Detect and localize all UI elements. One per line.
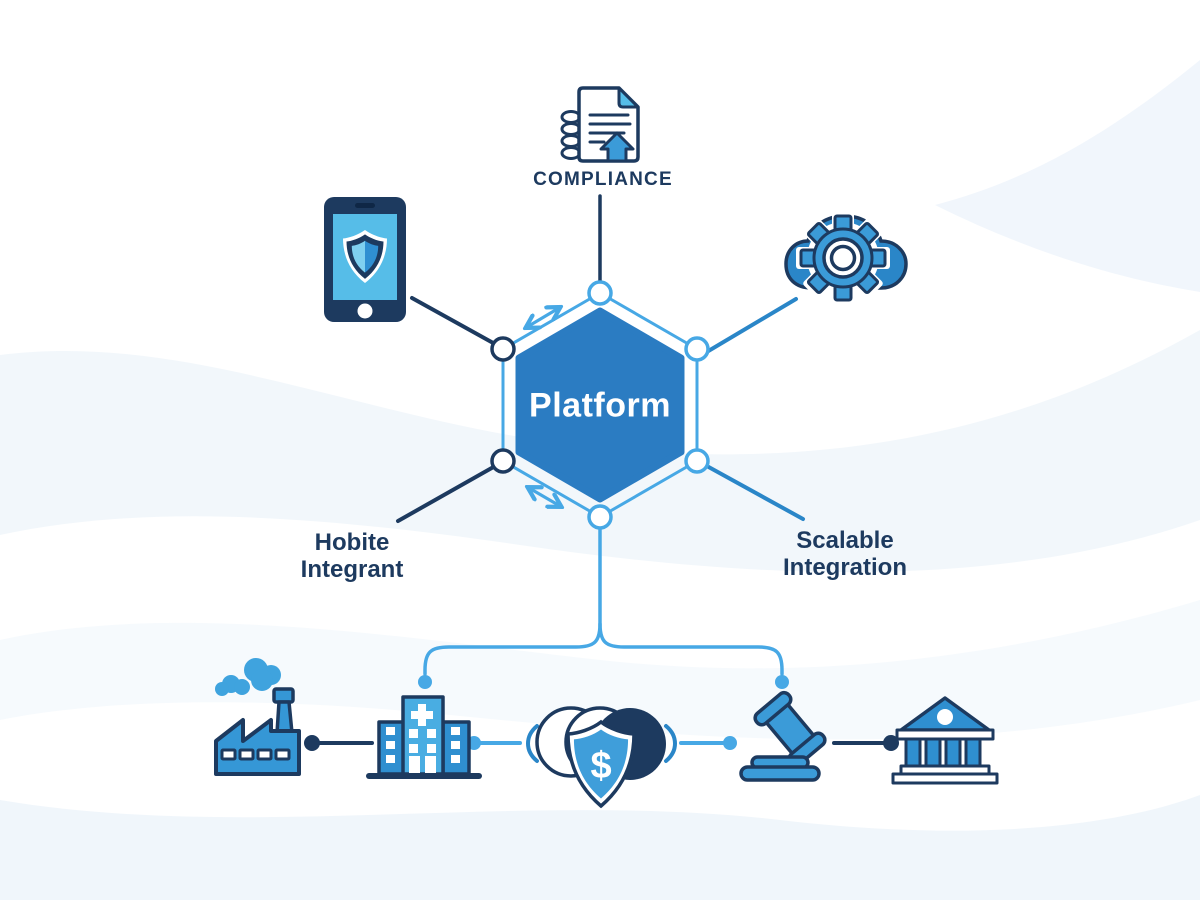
column: [904, 737, 922, 768]
branch-left: [423, 526, 602, 676]
paren-left: [526, 724, 539, 763]
shield-right-half: [365, 240, 379, 273]
hexagon-node-upper-right: [684, 336, 710, 362]
window: [427, 744, 436, 753]
bank-columns: [904, 737, 982, 768]
bottom-connectors: [304, 724, 899, 763]
gear-hub: [829, 244, 857, 272]
window: [451, 727, 460, 735]
compliance-label: COMPLIANCE: [533, 169, 673, 190]
column: [944, 737, 962, 768]
gavel-icon: [739, 690, 827, 782]
hexagon-nodes: [490, 280, 710, 530]
link-right-label: [703, 463, 805, 521]
chimney: [275, 700, 294, 735]
hexagon-core: [515, 307, 685, 503]
branch-lines: [423, 526, 784, 676]
home-button: [357, 303, 373, 319]
right-node-label: Scalable Integration: [783, 527, 907, 581]
link-cloud: [703, 297, 798, 355]
exchange-arrows: [527, 308, 560, 506]
tablet-speaker: [355, 203, 375, 208]
upload-arrow-icon: [599, 131, 635, 163]
door: [409, 756, 420, 774]
window: [409, 744, 418, 753]
hospital-windows: [386, 727, 460, 774]
right-label-line2: Integration: [783, 554, 907, 581]
tablet-shield-icon: [324, 197, 406, 322]
branch-dot-left: [418, 675, 432, 689]
window: [238, 748, 255, 761]
gear-icon: [796, 211, 890, 305]
currency-symbol: $: [590, 745, 611, 787]
connector-dot: [723, 736, 737, 750]
window: [386, 741, 395, 749]
bank-step: [891, 772, 999, 785]
right-label-line1: Scalable: [796, 526, 894, 554]
wave-bottom: [0, 795, 1200, 900]
window: [386, 727, 395, 735]
factory-windows: [220, 748, 291, 761]
branch-right: [598, 622, 784, 676]
dollar-shield-icon: $: [566, 719, 636, 809]
link-left-label: [396, 463, 499, 523]
shield-body: [573, 729, 629, 799]
hospital-icon: [366, 695, 482, 779]
chimney-cap: [272, 687, 295, 704]
left-label-line1: Hobite: [314, 528, 390, 556]
hexagon-node-lower-left: [490, 448, 516, 474]
double-arrow-icon: [529, 488, 560, 506]
platform-label: Platform: [529, 386, 671, 425]
left-node-label: Hobite Integrant: [301, 529, 404, 583]
pediment-window: [937, 709, 953, 725]
factory-icon: [214, 658, 301, 776]
connector-dot: [304, 735, 320, 751]
window: [256, 748, 273, 761]
hospital-base: [366, 773, 482, 779]
link-tablet: [410, 296, 497, 346]
wave-lower: [0, 600, 1200, 740]
window: [386, 755, 395, 763]
shield-icon: [343, 230, 387, 283]
gavel-cap: [753, 690, 793, 727]
window: [451, 741, 460, 749]
window: [451, 755, 460, 763]
hexagon-node-top: [587, 280, 613, 306]
hexagon-node-lower-right: [684, 448, 710, 474]
hexagon-node-bottom: [587, 504, 613, 530]
window: [274, 748, 291, 761]
branch-dot-right: [775, 675, 789, 689]
bank-icon: [891, 696, 999, 785]
paren-right: [664, 724, 677, 763]
shield-left-half: [351, 240, 365, 273]
column: [924, 737, 942, 768]
medical-cross-icon: [411, 704, 433, 726]
page-fold: [617, 86, 640, 109]
connector-dot: [883, 735, 899, 751]
left-label-line2: Integrant: [300, 556, 404, 583]
document-upload-icon: [560, 86, 640, 163]
window: [427, 729, 436, 738]
background-waves: [0, 60, 1200, 900]
window: [220, 748, 237, 761]
smoke-clouds: [215, 658, 281, 696]
double-arrow-icon: [527, 308, 559, 327]
wave-top-right: [935, 60, 1200, 292]
column: [964, 737, 982, 768]
sound-block-base: [739, 765, 821, 782]
spoke-lines: [396, 194, 805, 523]
cloud-gear-icon: [784, 211, 908, 305]
coins-shield-icon: $: [535, 706, 666, 809]
window: [409, 729, 418, 738]
hexagon-node-upper-left: [490, 336, 516, 362]
door: [425, 756, 436, 774]
